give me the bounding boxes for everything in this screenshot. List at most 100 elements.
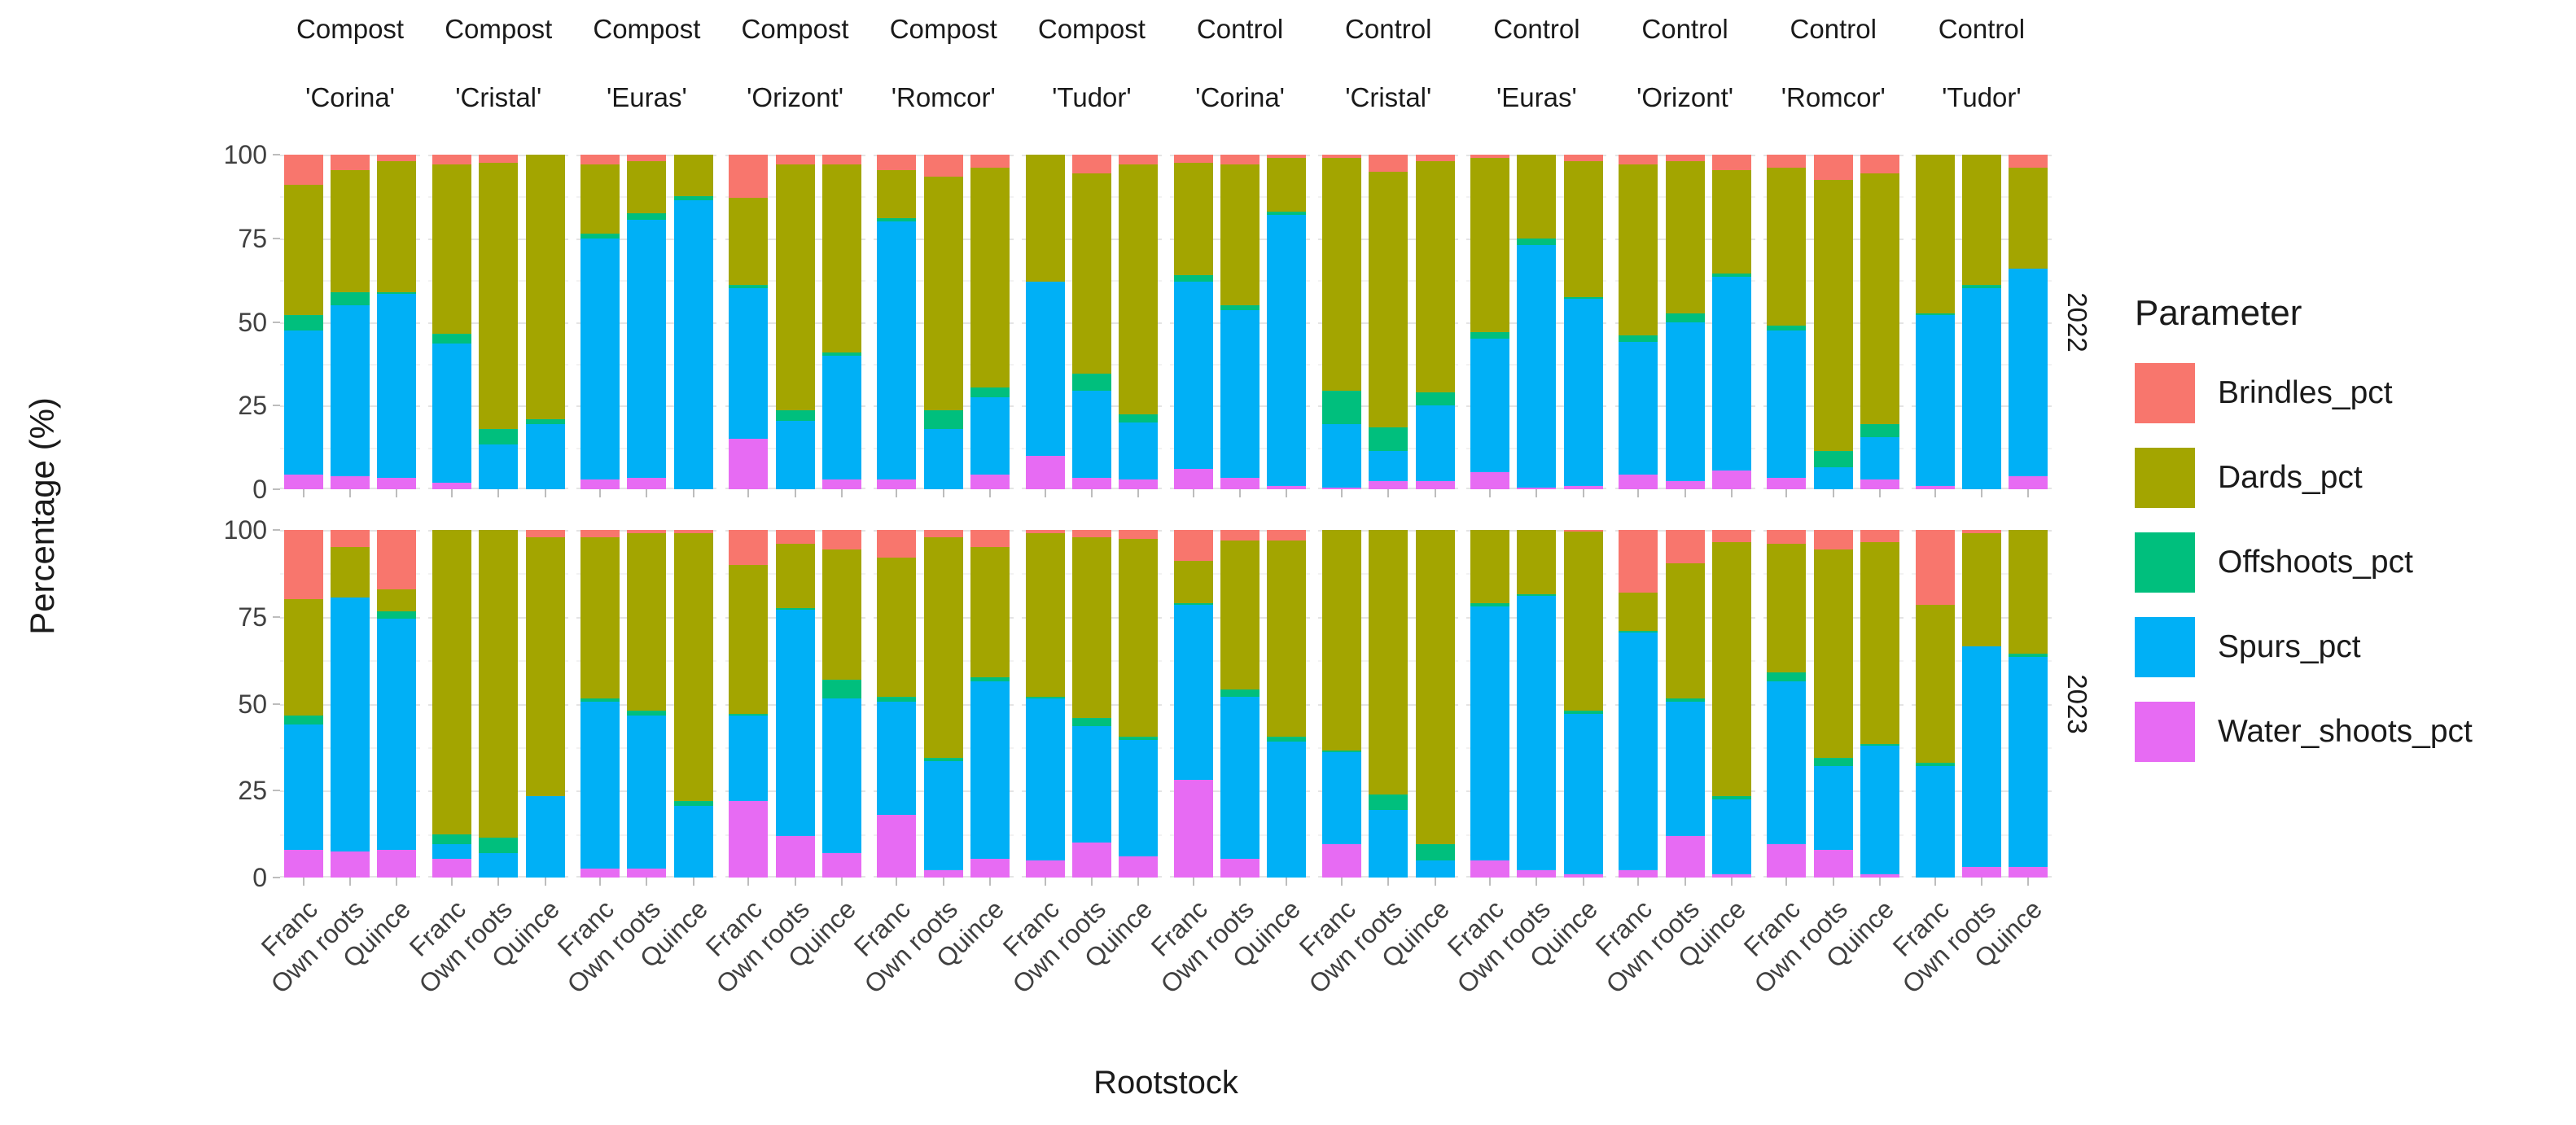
bar-segment-Spurs_pct <box>627 220 667 478</box>
stacked-bar <box>1813 530 1853 878</box>
bar-segment-Spurs_pct <box>1767 330 1807 478</box>
x-axis-tick <box>1684 489 1686 497</box>
bar-segment-Dards_pct <box>1173 163 1213 275</box>
stacked-bar <box>1267 530 1307 878</box>
bar-segment-Brindles_pct <box>1220 155 1260 165</box>
bar-segment-Spurs_pct <box>1119 740 1159 857</box>
legend-item: Dards_pct <box>2135 448 2473 508</box>
x-axis-tick <box>1582 878 1584 886</box>
x-axis-title: Rootstock <box>1093 1065 1238 1101</box>
bar-segment-Spurs_pct <box>1071 726 1111 843</box>
facet-row-label: 2023 <box>2062 673 2092 734</box>
bar-segment-Water_shoots_pct <box>1470 472 1510 489</box>
bar-segment-Dards_pct <box>1071 173 1111 374</box>
bar-segment-Offshoots_pct <box>1369 794 1408 810</box>
bar-segment-Brindles_pct <box>580 530 620 537</box>
x-axis-tick <box>1340 878 1343 886</box>
x-axis-tick <box>1684 878 1686 886</box>
bar-segment-Dards_pct <box>1860 173 1900 424</box>
x-axis-tick <box>544 489 546 497</box>
x-axis-tick <box>1832 878 1834 886</box>
facet-panel <box>576 530 717 878</box>
bar-segment-Spurs_pct <box>331 304 370 476</box>
bar-segment-Water_shoots_pct <box>821 479 861 489</box>
facet-panel <box>1614 155 1755 489</box>
bar-segment-Dards_pct <box>1173 561 1213 603</box>
bar-segment-Water_shoots_pct <box>1173 780 1213 878</box>
bar-segment-Offshoots_pct <box>1173 602 1213 605</box>
bar-segment-Dards_pct <box>1470 530 1510 603</box>
bar-segment-Offshoots_pct <box>1813 450 1853 468</box>
facet-col-header-treatment: Compost <box>593 14 701 44</box>
bar-segment-Brindles_pct <box>1173 155 1213 164</box>
bar-segment-Brindles_pct <box>2009 155 2048 169</box>
bar-segment-Offshoots_pct <box>673 801 713 807</box>
facet-panel <box>1763 155 1904 489</box>
bar-segment-Spurs_pct <box>1860 745 1900 874</box>
x-axis-tick <box>2027 878 2030 886</box>
stacked-bar <box>1119 155 1159 489</box>
bar-segment-Dards_pct <box>877 169 917 219</box>
bar-segment-Offshoots_pct <box>673 196 713 200</box>
x-axis-tick <box>1785 489 1788 497</box>
x-axis-tick <box>544 878 546 886</box>
bar-segment-Brindles_pct <box>1711 530 1751 542</box>
bar-segment-Spurs_pct <box>1711 277 1751 471</box>
stacked-bar <box>729 530 769 878</box>
facet-col-header-treatment: Control <box>1938 14 2026 44</box>
bar-segment-Dards_pct <box>729 564 769 715</box>
bar-segment-Offshoots_pct <box>432 834 471 845</box>
bar-segment-Spurs_pct <box>1517 244 1557 488</box>
stacked-bar <box>1517 155 1557 489</box>
stacked-bar <box>1619 155 1658 489</box>
bar-segment-Water_shoots_pct <box>1220 858 1260 878</box>
stacked-bar <box>775 530 815 878</box>
bar-segment-Brindles_pct <box>580 155 620 165</box>
x-axis-tick <box>1192 878 1194 886</box>
facet-col-header-treatment: Control <box>1493 14 1580 44</box>
bar-segment-Offshoots_pct <box>580 698 620 703</box>
stacked-bar <box>525 530 565 878</box>
bar-segment-Spurs_pct <box>1415 860 1455 878</box>
bar-segment-Spurs_pct <box>525 423 565 489</box>
bar-segment-Offshoots_pct <box>479 429 519 444</box>
bar-segment-Dards_pct <box>1517 530 1557 595</box>
bar-segment-Offshoots_pct <box>1321 751 1361 753</box>
y-tick-label: 100 <box>223 140 267 169</box>
bar-segment-Water_shoots_pct <box>377 477 417 489</box>
bar-segment-Water_shoots_pct <box>1119 856 1159 878</box>
bar-segment-Brindles_pct <box>729 155 769 199</box>
bar-segment-Dards_pct <box>432 530 471 834</box>
y-tick-label: 75 <box>238 223 267 253</box>
stacked-bar <box>1369 155 1408 489</box>
bar-segment-Spurs_pct <box>1025 698 1065 860</box>
facet-panel <box>725 530 865 878</box>
stacked-bar <box>1711 530 1751 878</box>
bar-segment-Offshoots_pct <box>821 352 861 356</box>
bar-segment-Spurs_pct <box>479 853 519 878</box>
bar-segment-Brindles_pct <box>377 155 417 162</box>
bar-segment-Water_shoots_pct <box>1813 849 1853 878</box>
bar-segment-Offshoots_pct <box>877 218 917 222</box>
bar-segment-Spurs_pct <box>1220 696 1260 859</box>
bar-segment-Offshoots_pct <box>1860 743 1900 746</box>
stacked-bar <box>432 530 471 878</box>
bar-segment-Brindles_pct <box>1915 530 1955 605</box>
bar-segment-Spurs_pct <box>1470 339 1510 473</box>
bar-segment-Spurs_pct <box>1619 342 1658 475</box>
stacked-bar <box>1961 155 2001 489</box>
bar-segment-Dards_pct <box>2009 530 2048 654</box>
facet-panel <box>1466 155 1607 489</box>
facet-panel <box>576 155 717 489</box>
x-axis-tick <box>1044 878 1046 886</box>
bar-segment-Offshoots_pct <box>1220 689 1260 697</box>
bar-segment-Offshoots_pct <box>1915 763 1955 767</box>
stacked-bar <box>1267 155 1307 489</box>
bar-segment-Brindles_pct <box>1220 530 1260 541</box>
legend-label: Offshoots_pct <box>2218 545 2413 580</box>
bar-segment-Offshoots_pct <box>1173 274 1213 282</box>
bar-segment-Brindles_pct <box>877 155 917 170</box>
x-axis-tick <box>302 489 304 497</box>
legend-item: Offshoots_pct <box>2135 532 2473 593</box>
legend-swatch-dards_pct <box>2135 448 2195 508</box>
